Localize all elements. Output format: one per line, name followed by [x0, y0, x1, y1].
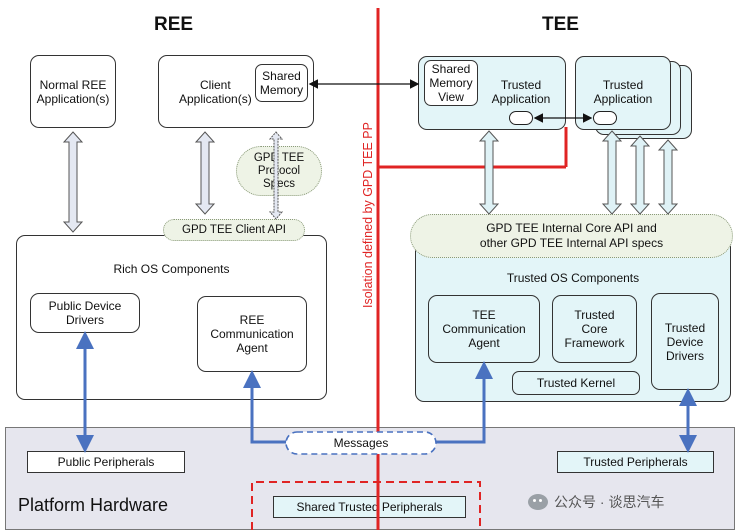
isolation-label: Isolation defined by GPD TEE PP [361, 122, 375, 308]
trusted-application-1-label: Trusted Application [491, 78, 551, 106]
protocol-specs-cloud: GPD TEE Protocol Specs [236, 146, 322, 196]
trusted-kernel-box: Trusted Kernel [512, 371, 640, 395]
public-peripherals-box: Public Peripherals [27, 451, 185, 473]
tee-communication-agent-label: TEE Communication Agent [442, 308, 526, 350]
hollow-double-arrows [62, 130, 679, 233]
rich-os-components-label: Rich OS Components [113, 262, 230, 276]
shared-memory-view-label: Shared Memory View [429, 62, 473, 104]
trusted-peripherals-box: Trusted Peripherals [557, 451, 714, 473]
trusted-application-2-port [593, 111, 617, 125]
messages-label: Messages [333, 436, 389, 450]
client-application-label: Client Application(s) [179, 77, 252, 106]
trusted-application-2-label: Trusted Application [593, 78, 653, 106]
trusted-core-framework-label: Trusted Core Framework [564, 308, 625, 350]
watermark: 公众号 · 谈思汽车 [528, 490, 664, 514]
black-arrows [308, 79, 593, 123]
watermark-text: 公众号 · 谈思汽车 [554, 494, 665, 510]
normal-ree-application-label: Normal REE Application(s) [36, 77, 110, 106]
platform-hardware-title: Platform Hardware [18, 495, 169, 515]
trusted-application-1-port [509, 111, 533, 125]
ree-communication-agent-box: REE Communication Agent [197, 296, 307, 372]
public-device-drivers-box: Public Device Drivers [30, 293, 140, 333]
trusted-device-drivers-box: Trusted Device Drivers [651, 293, 719, 390]
client-api-cloud: GPD TEE Client API [163, 219, 305, 241]
messages-pill [285, 431, 437, 455]
trusted-device-drivers-label: Trusted Device Drivers [664, 320, 706, 363]
normal-ree-application: Normal REE Application(s) [30, 55, 116, 128]
tee-title: TEE [542, 14, 579, 35]
ree-communication-agent-label: REE Communication Agent [210, 313, 294, 355]
blue-arrows [76, 331, 697, 453]
trusted-core-framework-box: Trusted Core Framework [552, 295, 637, 363]
wechat-icon [528, 494, 548, 510]
shared-memory-label: Shared Memory [259, 69, 304, 97]
tee-communication-agent-box: TEE Communication Agent [428, 295, 540, 363]
shared-memory-view-box: Shared Memory View [424, 60, 478, 106]
shared-memory-box: Shared Memory [255, 64, 308, 102]
ree-title: REE [154, 14, 194, 35]
internal-api-cloud: GPD TEE Internal Core API and other GPD … [410, 214, 733, 258]
trusted-kernel-label: Trusted Kernel [536, 376, 616, 390]
public-device-drivers-label: Public Device Drivers [48, 299, 122, 327]
shared-trusted-peripherals-box: Shared Trusted Peripherals [273, 496, 466, 518]
trusted-os-components-label: Trusted OS Components [506, 271, 640, 285]
